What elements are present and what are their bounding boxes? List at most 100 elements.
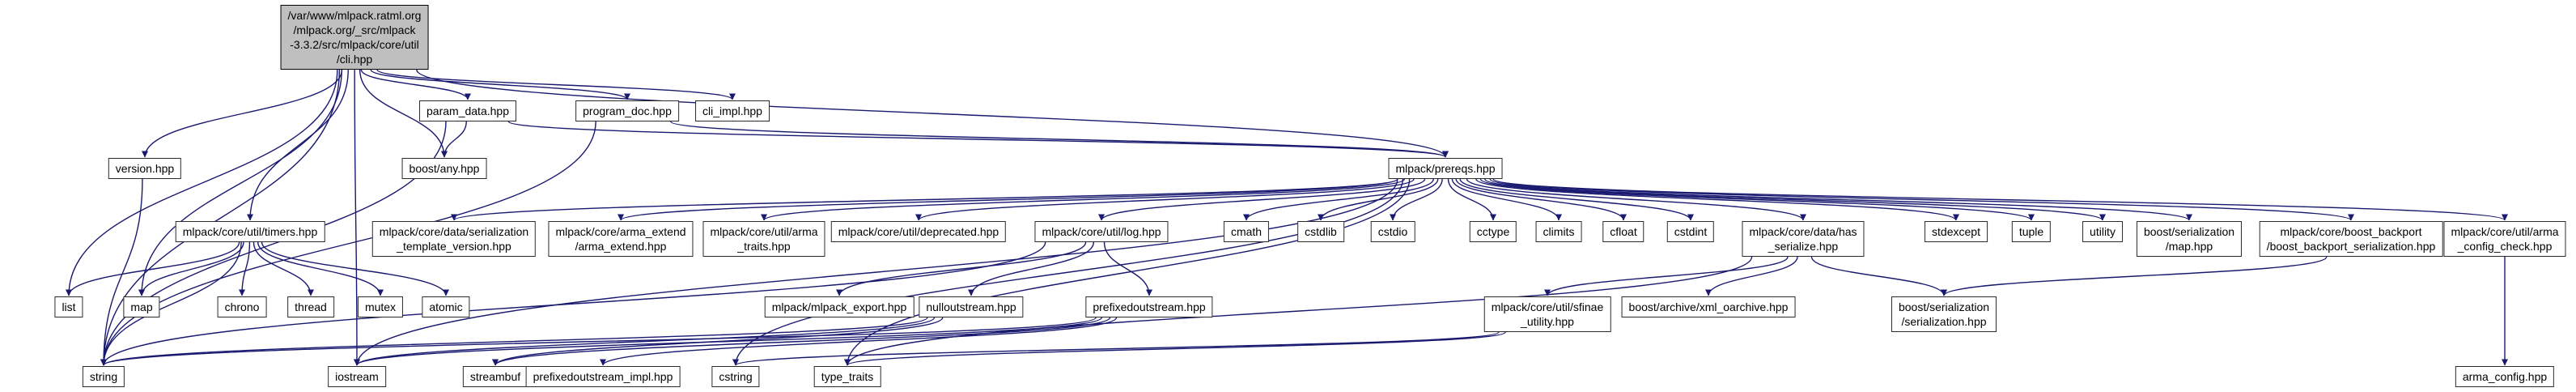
edge-sfinae-type_traits [844,331,1506,366]
graph-node-version[interactable]: version.hpp [108,158,182,179]
edge-log-prefixedoutstream [1103,241,1152,296]
graph-node-ser_tmpl_ver[interactable]: mlpack/core/data/serialization _template… [371,221,537,257]
edge-cli-cli_impl [376,69,736,100]
graph-node-chrono[interactable]: chrono [217,296,267,317]
graph-node-cstdint[interactable]: cstdint [1666,221,1715,242]
edge-program_doc-prereqs [670,121,1449,158]
edge-prereqs-deprecated [915,178,1415,221]
graph-node-map[interactable]: map [123,296,160,317]
edge-prereqs-boost_ser_map [1489,178,2192,221]
edge-prefixedoutstream-streambuf [492,317,1111,366]
edge-timers-string [100,241,242,366]
graph-node-cctype[interactable]: cctype [1469,221,1517,242]
graph-node-nulloutstream[interactable]: nulloutstream.hpp [919,296,1024,317]
edge-boost_backport-boost_serialization [1941,256,2328,296]
edge-timers-atomic [261,241,449,296]
graph-node-boost_backport[interactable]: mlpack/core/boost_backport /boost_backpo… [2259,221,2443,257]
graph-node-mutex[interactable]: mutex [357,296,404,317]
edge-prereqs-climits [1451,178,1562,221]
edge-cli-program_doc [370,69,630,100]
graph-node-iostream[interactable]: iostream [328,366,386,387]
edge-cli-prereqs [416,69,1449,158]
graph-node-cli: /var/www/mlpack.ratml.org /mlpack.org/_s… [280,5,429,70]
edge-prereqs-cstring [732,178,1404,366]
graph-node-stdexcept[interactable]: stdexcept [1925,221,1988,242]
graph-node-tuple[interactable]: tuple [2011,221,2052,242]
edge-cli-param_data [360,69,471,100]
edge-cli-list [66,69,338,296]
graph-node-boost_any[interactable]: boost/any.hpp [401,158,487,179]
edge-log-mlpack_export [836,241,1087,296]
graph-node-utility[interactable]: utility [2082,221,2123,242]
edge-prereqs-type_traits [844,178,1411,366]
graph-node-xml_oarchive[interactable]: boost/archive/xml_oarchive.hpp [1621,296,1796,317]
edge-has_serialize-xml_oarchive [1705,256,1798,296]
edge-prereqs-ser_tmpl_ver [451,178,1398,221]
edge-nulloutstream-string [100,317,928,366]
graph-node-deprecated[interactable]: mlpack/core/util/deprecated.hpp [830,221,1007,242]
edge-prereqs-has_serialize [1466,178,1806,221]
edge-sfinae-cstring [732,331,1500,366]
edge-cli-iostream [353,69,360,366]
graph-node-cstring[interactable]: cstring [711,366,760,387]
graph-node-param_data[interactable]: param_data.hpp [419,100,516,121]
edge-nulloutstream-iostream [354,317,936,366]
edge-prereqs-utility [1484,178,2106,221]
graph-node-cstdlib[interactable]: cstdlib [1297,221,1344,242]
graph-node-cmath[interactable]: cmath [1223,221,1270,242]
edge-prefixedoutstream-string [100,317,1097,366]
edge-timers-mutex [257,241,384,296]
graph-node-boost_ser_map[interactable]: boost/serialization /map.hpp [2136,221,2243,257]
graph-node-boost_serialization[interactable]: boost/serialization /serialization.hpp [1891,296,1997,332]
graph-node-thread[interactable]: thread [287,296,334,317]
edge-prefixedoutstream-iostream [354,317,1102,366]
graph-node-streambuf[interactable]: streambuf [462,366,528,387]
edge-prereqs-cstdint [1459,178,1694,221]
edge-version-string [100,178,143,366]
edge-prereqs-tuple [1479,178,2035,221]
edge-program_doc-string [100,121,596,366]
graph-node-type_traits[interactable]: type_traits [813,366,881,387]
graph-node-atomic[interactable]: atomic [422,296,470,317]
graph-node-prereqs[interactable]: mlpack/prereqs.hpp [1388,158,1503,179]
edge-cli-boost_any [359,69,448,158]
graph-node-cfloat[interactable]: cfloat [1602,221,1644,242]
edge-prereqs-stdexcept [1475,178,1959,221]
graph-node-arma_config_check[interactable]: mlpack/core/util/arma _config_check.hpp [2443,221,2566,257]
graph-node-string[interactable]: string [82,366,125,387]
edge-prereqs-arma_extend [617,178,1398,221]
edge-prereqs-cfloat [1455,178,1627,221]
edge-cli-version [142,69,343,158]
graph-node-arma_config[interactable]: arma_config.hpp [2455,366,2555,387]
edge-prereqs-cstdio [1390,178,1443,221]
graph-node-cli_impl[interactable]: cli_impl.hpp [695,100,770,121]
edge-has_serialize-sfinae [1544,256,1789,296]
graph-node-climits[interactable]: climits [1535,221,1582,242]
edge-prereqs-arma_traits [761,178,1406,221]
edge-cli-string [100,69,341,366]
graph-node-timers[interactable]: mlpack/core/util/timers.hpp [175,221,325,242]
edge-has_serialize-type_traits [844,256,1753,366]
graph-node-prefixedoutstream_impl[interactable]: prefixedoutstream_impl.hpp [525,366,681,387]
graph-node-arma_extend[interactable]: mlpack/core/arma_extend /arma_extend.hpp [548,221,694,257]
graph-node-arma_traits[interactable]: mlpack/core/util/arma _traits.hpp [702,221,825,257]
edge-cli-map [138,69,342,296]
graph-node-program_doc[interactable]: program_doc.hpp [575,100,679,121]
edge-timers-chrono [239,241,251,296]
edge-has_serialize-boost_serialization [1810,256,1947,296]
edge-timers-map [138,241,244,296]
graph-node-mlpack_export[interactable]: mlpack/mlpack_export.hpp [764,296,915,317]
edge-timers-thread [253,241,314,296]
edge-prereqs-arma_config_check [1492,178,2508,221]
edge-timers-list [66,241,240,296]
graph-node-list[interactable]: list [54,296,83,317]
graph-node-prefixedoutstream[interactable]: prefixedoutstream.hpp [1085,296,1213,317]
graph-node-cstdio[interactable]: cstdio [1370,221,1415,242]
edge-cli-timers [247,69,349,221]
edge-prereqs-boost_backport [1492,178,2354,221]
graph-node-log[interactable]: mlpack/core/util/log.hpp [1034,221,1169,242]
graph-node-has_serialize[interactable]: mlpack/core/data/has _serialize.hpp [1742,221,1865,257]
edge-param_data-boost_any [441,121,467,158]
graph-node-sfinae[interactable]: mlpack/core/util/sfinae _utility.hpp [1483,296,1611,332]
